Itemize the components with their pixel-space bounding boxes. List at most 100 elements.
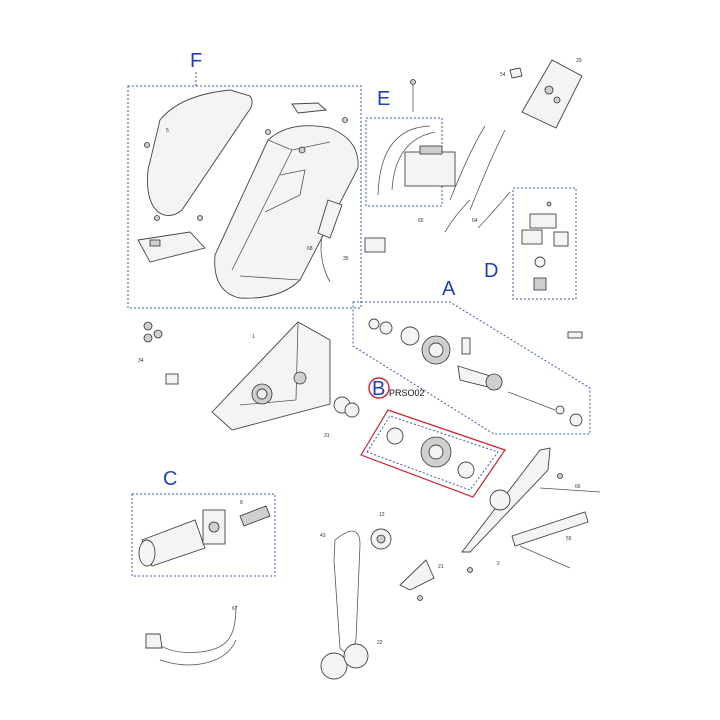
part-number-5: 5 <box>166 128 169 134</box>
group-d-box <box>512 187 577 300</box>
terminal-block <box>364 237 386 253</box>
part-number-64: 64 <box>472 218 478 224</box>
small-block <box>165 373 179 385</box>
motor-endcap <box>138 539 156 567</box>
main-housing <box>214 125 359 299</box>
output-shaft <box>507 391 556 411</box>
rail-bolt-lower <box>519 545 571 569</box>
shaft-nut <box>569 413 583 427</box>
switch-cap <box>553 231 569 247</box>
screw <box>144 142 150 148</box>
screw <box>342 117 348 123</box>
part-number-12: 12 <box>379 512 385 518</box>
kit-bearing <box>386 427 404 445</box>
gearbox-housing: 1 31 34 <box>138 321 360 439</box>
group-b: B PRSO02 <box>360 377 506 498</box>
rail-plate-bearing <box>489 489 511 511</box>
key <box>461 337 471 355</box>
side-bearing <box>344 402 360 418</box>
part-number-34: 34 <box>138 358 144 364</box>
switch-body <box>521 229 543 245</box>
part-number-8: 8 <box>240 500 243 506</box>
release-bracket <box>399 559 435 591</box>
screw <box>557 473 563 479</box>
wire-leads <box>444 191 511 233</box>
bearing <box>400 326 420 346</box>
part-number-68: 68 <box>307 246 313 252</box>
remote-control <box>521 59 583 129</box>
group-f: F 5 <box>127 50 362 309</box>
part-number-29: 29 <box>576 58 582 64</box>
power-cord <box>153 605 237 653</box>
transformer-wires <box>377 125 436 196</box>
shaft-collar <box>555 405 565 415</box>
group-c-label: C <box>163 468 177 490</box>
release-knob-cap <box>343 643 369 669</box>
pin <box>567 331 583 339</box>
group-b-highlight-box <box>360 409 506 498</box>
gland <box>143 333 153 343</box>
main-gear-hub <box>428 342 444 358</box>
part-number-43: 43 <box>320 533 326 539</box>
group-b-label: B <box>372 378 385 400</box>
remote-button <box>553 96 561 104</box>
bolt-head <box>410 79 416 85</box>
release-cord <box>333 530 361 653</box>
cover-disc-center <box>376 534 386 544</box>
part-number-21: 21 <box>438 564 444 570</box>
top-cover <box>147 89 253 216</box>
kit-code: PRSO02 <box>389 388 425 398</box>
group-b-inner-box <box>366 415 499 491</box>
power-cable: 67 <box>145 605 238 666</box>
circuit-board <box>137 231 206 263</box>
power-plug <box>145 633 163 649</box>
part-number-65: 65 <box>418 218 424 224</box>
key-tag <box>509 67 523 79</box>
bottom-parts: 43 12 21 22 <box>320 512 444 680</box>
top-cover-edge <box>181 89 251 211</box>
transformer-terminals <box>419 145 443 155</box>
washer <box>368 318 380 330</box>
part-number-54: 54 <box>500 72 506 78</box>
group-c: C 8 <box>131 468 276 577</box>
small-lid <box>291 102 328 114</box>
main-housing-edges <box>231 139 331 281</box>
group-c-box <box>131 493 276 577</box>
switch-screw <box>546 201 552 207</box>
screw <box>197 215 203 221</box>
flange-hole <box>208 521 220 533</box>
screw <box>298 146 306 154</box>
pinion <box>485 373 503 391</box>
spring-washer <box>534 256 546 268</box>
screw <box>467 567 473 573</box>
board-connector <box>149 239 161 247</box>
group-e: E 65 64 <box>365 79 511 233</box>
remote-button <box>544 85 554 95</box>
part-number-66: 66 <box>575 484 581 490</box>
bearing <box>379 321 393 335</box>
part-number-31: 31 <box>324 433 330 439</box>
group-d-label: D <box>484 260 498 282</box>
switch-gear <box>533 277 547 291</box>
gearbox-bore-small <box>293 371 307 385</box>
gearbox-edges <box>239 321 299 406</box>
gland <box>153 329 163 339</box>
screw <box>265 129 271 135</box>
part-number-55: 55 <box>566 536 572 542</box>
group-d: D <box>484 187 577 300</box>
power-cord-coil <box>159 639 237 666</box>
cable-clamp <box>317 199 343 239</box>
worm-screw <box>239 505 271 527</box>
transformer <box>404 151 456 187</box>
main-housing-inner <box>264 169 306 213</box>
part-number-22: 22 <box>377 640 383 646</box>
release-knob <box>320 652 348 680</box>
kit-gear-hub <box>428 444 444 460</box>
loose-parts-top: 35 29 54 <box>317 58 583 283</box>
gland <box>143 321 153 331</box>
part-number-1: 1 <box>252 334 255 340</box>
screw <box>417 595 423 601</box>
group-a-box <box>352 301 591 435</box>
kit-bushing <box>457 461 475 479</box>
